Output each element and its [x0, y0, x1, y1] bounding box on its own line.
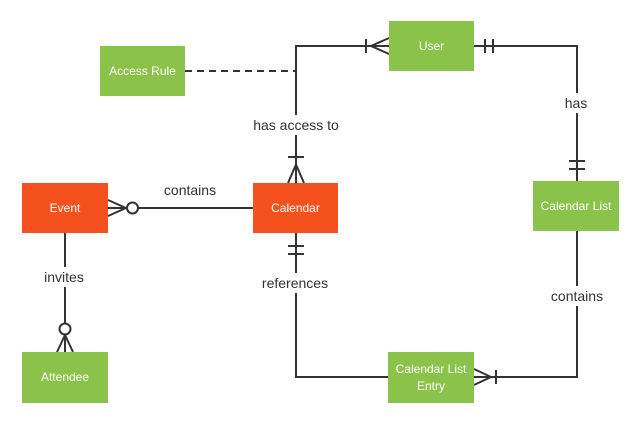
relationship-line [474, 231, 578, 378]
zero-cardinality-circle-icon [58, 322, 72, 336]
entity-calendar-list-entry: Calendar List Entry [388, 352, 474, 403]
entity-label: Access Rule [109, 63, 176, 78]
entity-label: Calendar List [540, 198, 612, 213]
entity-user: User [389, 21, 474, 71]
crows-foot-many-icon [473, 368, 492, 378]
crows-foot-many-icon [370, 45, 390, 55]
connector-event-attendee [56, 233, 74, 353]
relationship-line [295, 45, 389, 183]
zero-cardinality-circle-icon [126, 201, 139, 215]
relationship-label-contains: contains [163, 182, 217, 198]
connector-user-calendar-list [474, 39, 585, 181]
relationship-line [474, 45, 578, 181]
entity-calendar-list: Calendar List [533, 181, 619, 231]
connector-calendar-list-entry [473, 231, 578, 386]
crows-foot-many-icon [107, 207, 127, 217]
crows-foot-many-icon [370, 37, 390, 47]
crows-foot-many-icon [64, 334, 74, 353]
entity-access-rule: Access Rule [100, 46, 185, 96]
relationship-label-contains-list: contains [547, 286, 607, 306]
connector-calendar-user [287, 37, 390, 184]
crows-foot-many-icon [295, 164, 305, 184]
entity-label: Attendee [40, 370, 90, 384]
entity-calendar: Calendar [253, 183, 338, 233]
crows-foot-many-icon [287, 164, 297, 184]
relationship-line [295, 233, 388, 378]
crows-foot-many-icon [473, 376, 492, 386]
crows-foot-many-icon [107, 199, 127, 209]
entity-attendee: Attendee [22, 352, 108, 403]
entity-label: Calendar [271, 200, 320, 215]
relationship-label-has: has [561, 93, 591, 113]
relationship-label-has-access-to: has access to [250, 115, 342, 135]
connector-event-calendar [107, 199, 253, 217]
relationship-label-invites: invites [41, 267, 87, 287]
entity-event: Event [22, 183, 108, 233]
entity-label: Event [49, 200, 81, 215]
connector-calendar-references [288, 233, 388, 378]
entity-label: User [418, 38, 445, 53]
relationship-label-references: references [258, 273, 332, 293]
crows-foot-many-icon [56, 334, 66, 353]
entity-label: Calendar List Entry [395, 361, 467, 393]
